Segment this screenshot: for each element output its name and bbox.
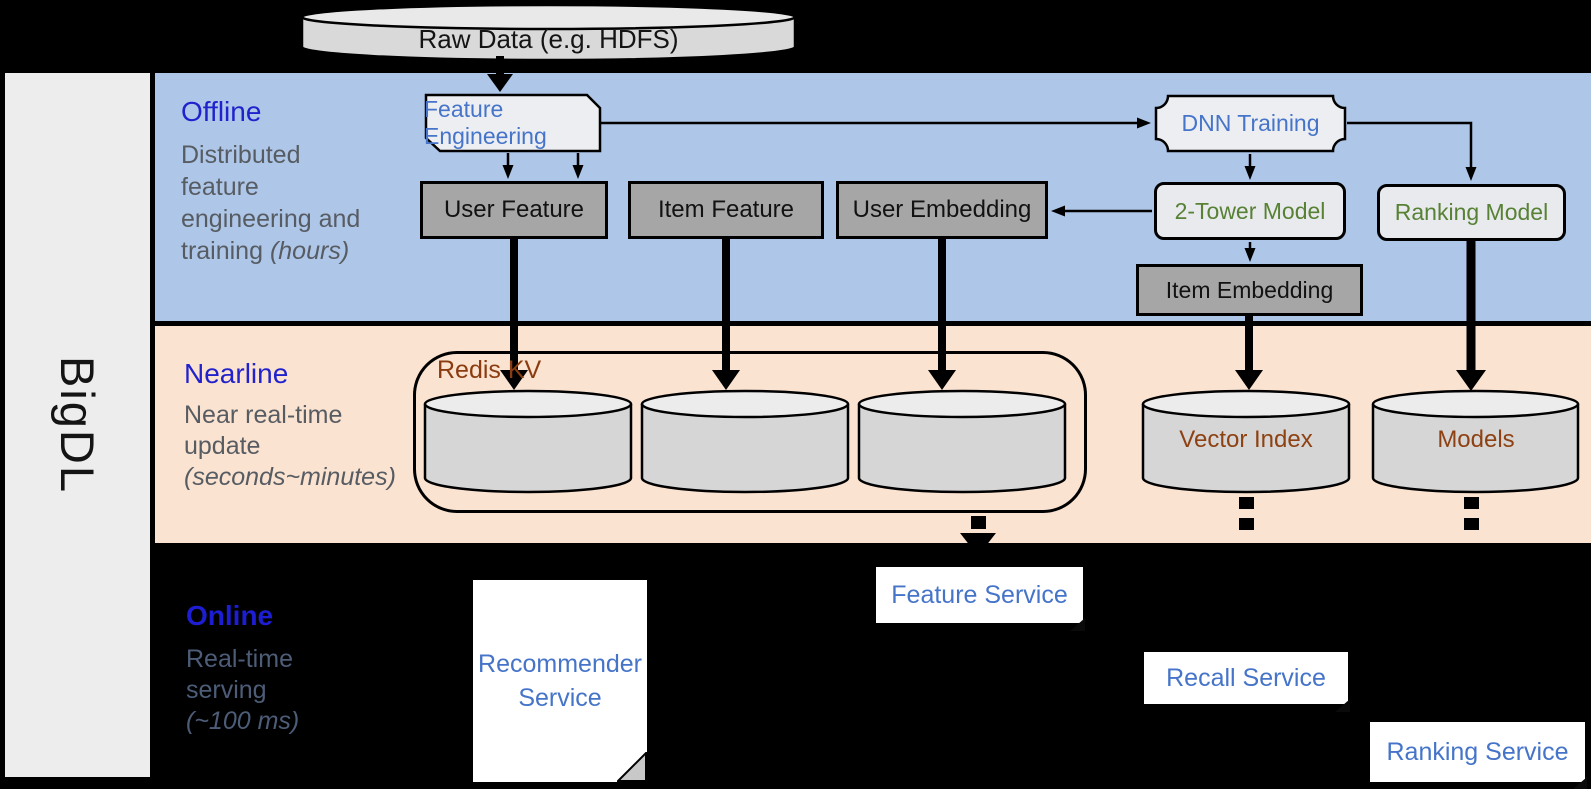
models-store: Models [1371,388,1581,494]
online-section-title: Online [186,600,274,631]
raw-data-store: Raw Data (e.g. HDFS) [300,2,797,64]
plaque-shape-icon [1154,94,1347,153]
nearline-section-description: Near real-time update (seconds~minutes) [184,401,396,491]
bigdl-brand-rail: BigDL [5,73,150,777]
recall-service-label: Recall Service [1166,663,1326,692]
page-fold-icon [1335,699,1350,712]
feature-service-label: Feature Service [891,580,1068,609]
ranking-model-node: Ranking Model [1377,184,1566,241]
redis-store-cylinder-3 [857,388,1067,494]
dnn-training-node: DNN Training [1154,94,1347,153]
online-section-description: Real-time serving (~100 ms) [186,645,300,735]
recommender-service-node: Recommender Service [473,580,647,782]
cylinder-shape-icon [300,3,797,62]
cylinder-shape-icon [640,389,850,494]
page-fold-icon [1070,618,1085,631]
vector-index-label: Vector Index [1179,426,1313,453]
feature-service-node: Feature Service [876,567,1085,631]
recall-service-node: Recall Service [1144,652,1350,712]
dnn-training-label: DNN Training [1181,110,1320,136]
redis-store-cylinder-1 [423,388,633,494]
feature-engineering-label: Feature Engineering [424,96,547,149]
redis-kv-container [413,351,1087,513]
item-feature-node: Item Feature [628,181,824,239]
page-fold-icon [1572,777,1587,789]
page-fold-icon [617,752,647,782]
user-embedding-node: User Embedding [836,181,1048,239]
ranking-service-node: Ranking Service [1370,722,1587,789]
raw-data-label: Raw Data (e.g. HDFS) [418,24,679,54]
nearline-section-title: Nearline [184,358,289,389]
two-tower-model-node: 2-Tower Model [1154,182,1346,240]
offline-section-description: Distributed feature engineering and trai… [181,141,361,265]
cylinder-shape-icon [1371,389,1580,494]
cylinder-shape-icon [423,389,633,494]
item-embedding-node: Item Embedding [1136,264,1363,316]
offline-section-title: Offline [181,96,262,127]
snip-corner-shape-icon [424,93,602,153]
recommender-service-label: Recommender Service [473,580,647,782]
cylinder-shape-icon [1141,389,1351,494]
redis-kv-label: Redis KV [437,356,542,384]
feature-engineering-node: Feature Engineering [424,93,602,153]
user-feature-node: User Feature [420,181,608,239]
cylinder-shape-icon [857,389,1067,494]
bigdl-logo-text: BigDL [51,355,104,494]
ranking-service-label: Ranking Service [1386,737,1569,766]
redis-store-cylinder-2 [640,388,850,494]
models-label: Models [1437,426,1515,453]
vector-index-store: Vector Index [1141,388,1351,494]
